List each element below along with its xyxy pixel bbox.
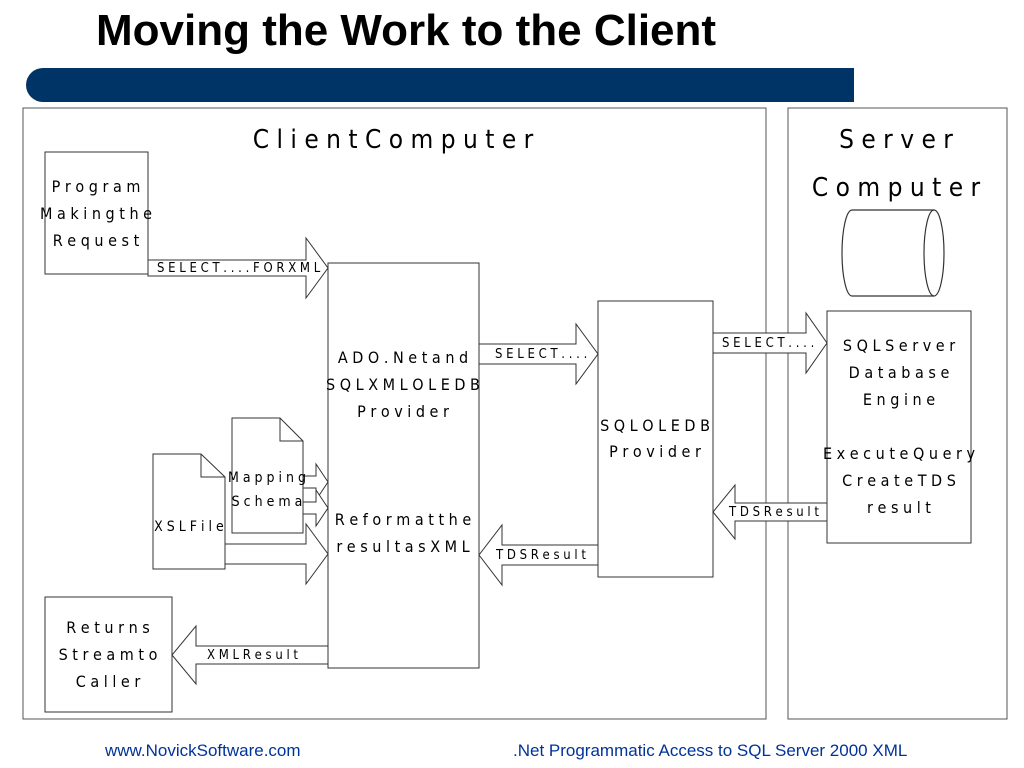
title-underline-bar bbox=[26, 68, 854, 102]
sqlserver-label-2: D a t a b a s e bbox=[849, 363, 950, 382]
program-label-2: M a k i n g t h e bbox=[40, 204, 152, 223]
xsl-file-document bbox=[152, 453, 226, 570]
xml-result-arrow bbox=[171, 624, 329, 686]
server-computer-label-line1: S e r v e r bbox=[839, 125, 953, 155]
select-label-1: S E L E C T . . . . bbox=[495, 347, 587, 362]
sqloledb-label-1: S Q L O L E D B bbox=[600, 416, 710, 435]
returns-label-2: S t r e a m t o bbox=[59, 645, 158, 664]
client-computer-label: C l i e n t C o m p u t e r bbox=[253, 125, 534, 155]
sqlserver-label-7: r e s u l t bbox=[867, 498, 931, 517]
returns-label-1: R e t u r n s bbox=[66, 618, 150, 637]
reformat-label-2: r e s u l t a s X M L bbox=[336, 537, 469, 556]
xsl-file-label: X S L F i l e bbox=[154, 519, 224, 535]
program-box bbox=[44, 151, 149, 275]
sqloledb-provider-box bbox=[597, 300, 714, 578]
ado-label-1: A D O . N e t a n d bbox=[338, 348, 468, 367]
sqlserver-label-1: S Q L S e r v e r bbox=[843, 336, 955, 355]
select-for-xml-arrow bbox=[147, 236, 329, 300]
sqloledb-label-2: P r o v i d e r bbox=[609, 442, 701, 461]
sqlserver-label-5: E x e c u t e Q u e r y bbox=[823, 444, 976, 463]
returns-label-3: C a l l e r bbox=[76, 672, 141, 691]
select-arrow-to-sqloledb bbox=[478, 322, 599, 386]
program-label-1: P r o g r a m bbox=[52, 177, 141, 196]
footer-subtitle: .Net Programmatic Access to SQL Server 2… bbox=[513, 741, 908, 760]
sqlserver-label-6: C r e a t e T D S bbox=[842, 471, 956, 490]
sqlserver-engine-box bbox=[826, 310, 972, 544]
mapping-schema-arrow-2 bbox=[302, 488, 329, 528]
tds-result-arrow-from-sqlserver bbox=[712, 483, 828, 541]
slide-title: Moving the Work to the Client bbox=[96, 6, 717, 55]
server-computer-region bbox=[787, 107, 1008, 720]
select-label-2: S E L E C T . . . . bbox=[722, 336, 814, 351]
database-cylinder-icon bbox=[841, 209, 945, 297]
xml-result-label: X M L R e s u l t bbox=[207, 648, 298, 663]
tds-result-arrow-to-ado bbox=[478, 523, 599, 587]
select-arrow-to-sqlserver bbox=[712, 311, 828, 375]
ado-label-2: S Q L X M L O L E D B bbox=[326, 375, 480, 394]
xsl-file-arrow bbox=[224, 522, 329, 586]
mapping-label-1: M a p p i n g bbox=[228, 470, 306, 486]
ado-provider-box bbox=[327, 262, 480, 669]
mapping-label-2: S c h e m a bbox=[232, 494, 303, 510]
program-label-3: R e q u e s t bbox=[53, 231, 140, 250]
mapping-schema-arrow bbox=[302, 462, 329, 502]
ado-label-3: P r o v i d e r bbox=[357, 402, 449, 421]
tds-result-label-2: T D S R e s u l t bbox=[495, 548, 586, 563]
reformat-label-1: R e f o r m a t t h e bbox=[335, 510, 472, 529]
footer-website: www.NovickSoftware.com bbox=[105, 741, 301, 760]
tds-result-label-1: T D S R e s u l t bbox=[728, 505, 819, 520]
select-for-xml-label: S E L E C T . . . . F O R X M L bbox=[157, 261, 321, 276]
client-computer-region bbox=[22, 107, 767, 720]
server-computer-label-line2: C o m p u t e r bbox=[812, 173, 981, 203]
returns-stream-box bbox=[44, 596, 173, 713]
sqlserver-label-3: E n g i n e bbox=[863, 390, 935, 409]
